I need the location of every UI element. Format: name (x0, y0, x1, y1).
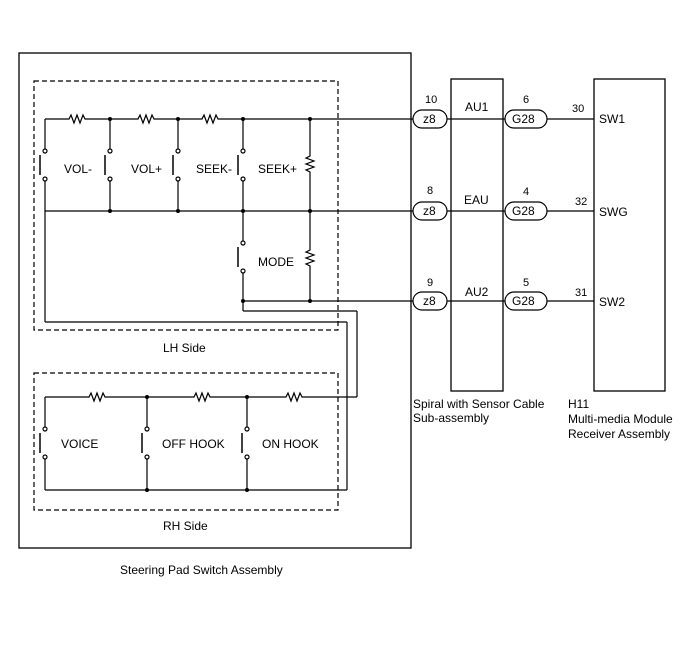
switch-seek-minus (172, 148, 181, 182)
label-voice: VOICE (61, 437, 98, 451)
pin-5: 5 (523, 277, 529, 289)
switch-off-hook (141, 426, 150, 460)
spiral-label-1: Spiral with Sensor Cable (413, 397, 545, 411)
switch-vol-plus (104, 148, 113, 182)
connector-g28-3: G28 (512, 294, 535, 308)
switch-voice (39, 426, 48, 460)
connector-g28-1: G28 (512, 112, 535, 126)
rh-side-box (33, 372, 339, 511)
connection-lines (447, 118, 594, 302)
resistor-r6 (84, 392, 110, 402)
receiver-code: H11 (568, 397, 589, 411)
receiver-label-2: Receiver Assembly (568, 427, 670, 441)
signal-au2: AU2 (465, 285, 489, 299)
spiral-label-2: Sub-assembly (413, 411, 489, 425)
label-off-hook: OFF HOOK (162, 437, 225, 451)
resistor-r2 (133, 114, 159, 124)
receiver-swg: SWG (599, 205, 628, 219)
signal-eau: EAU (464, 193, 489, 207)
label-vol-plus: VOL+ (131, 162, 162, 176)
pin-30: 30 (572, 103, 584, 115)
pin-10: 10 (425, 94, 437, 106)
spiral-cable-box (450, 78, 504, 392)
rh-side-circuit (44, 396, 357, 491)
label-vol-minus: VOL- (64, 162, 92, 176)
pin-6: 6 (523, 94, 529, 106)
pin-9: 9 (427, 277, 433, 289)
pin-31: 31 (575, 287, 587, 299)
label-mode: MODE (258, 255, 294, 269)
receiver-box (593, 78, 666, 392)
pin-32: 32 (575, 196, 587, 208)
switch-vol-minus (39, 148, 48, 182)
connector-capsules (412, 109, 548, 311)
resistor-r4 (305, 151, 315, 177)
lh-side-circuit (44, 118, 415, 397)
label-seek-plus: SEEK+ (258, 162, 297, 176)
resistor-r8 (281, 392, 307, 402)
receiver-sw2: SW2 (599, 295, 625, 309)
label-on-hook: ON HOOK (262, 437, 319, 451)
rh-side-label: RH Side (163, 519, 208, 533)
lh-side-box (33, 80, 339, 331)
lh-side-label: LH Side (163, 341, 206, 355)
signal-au1: AU1 (465, 100, 489, 114)
switch-on-hook (241, 426, 250, 460)
resistor-r7 (189, 392, 215, 402)
resistor-r5 (305, 245, 315, 271)
resistor-r3 (197, 114, 223, 124)
switch-seek-plus (237, 148, 246, 182)
switch-mode (237, 240, 246, 274)
pin-4: 4 (523, 186, 529, 198)
connector-z8-3: z8 (423, 294, 436, 308)
assembly-label: Steering Pad Switch Assembly (120, 563, 283, 577)
connector-g28-2: G28 (512, 204, 535, 218)
resistor-r1 (64, 114, 90, 124)
connector-z8-2: z8 (423, 204, 436, 218)
receiver-label-1: Multi-media Module (568, 412, 673, 426)
pin-8: 8 (427, 185, 433, 197)
connector-z8-1: z8 (423, 112, 436, 126)
label-seek-minus: SEEK- (196, 162, 232, 176)
receiver-sw1: SW1 (599, 112, 625, 126)
